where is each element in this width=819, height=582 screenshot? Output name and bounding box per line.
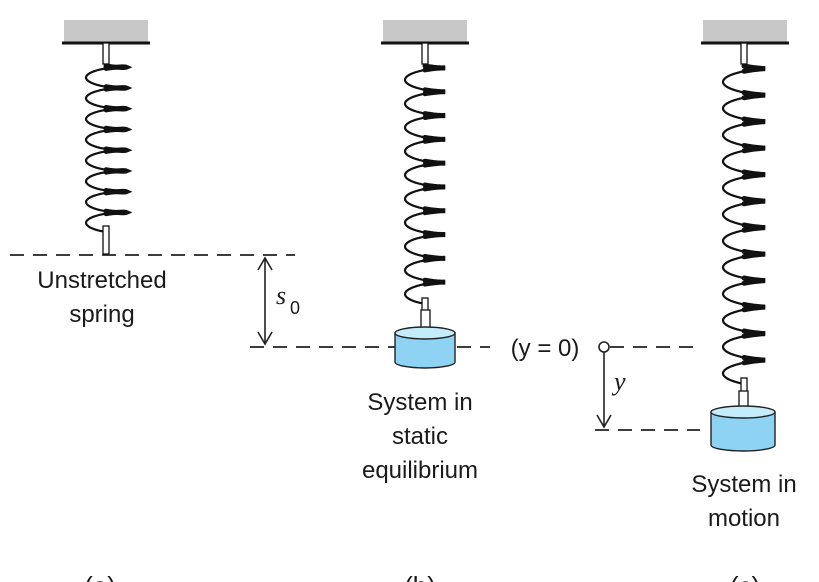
static-label-line3: equilibrium <box>362 457 478 484</box>
static-label-line1: System in <box>367 389 472 416</box>
y-dimension-arrow <box>596 352 612 429</box>
motion-label-line1: System in <box>691 471 796 498</box>
reference-lines <box>10 254 700 431</box>
motion-label-line2: motion <box>708 505 780 532</box>
spring-a <box>84 42 133 255</box>
panel-label-b: (b) <box>404 571 436 582</box>
panel-label-a: (a) <box>84 571 116 582</box>
panel-label-c: (c) <box>730 571 760 582</box>
static-label-line2: static <box>392 423 448 450</box>
origin-marker <box>598 341 610 353</box>
spring-c <box>721 42 766 411</box>
y-symbol: y <box>611 367 626 396</box>
mount-c <box>703 20 787 42</box>
unstretched-label-line2: spring <box>69 301 134 328</box>
ceiling-mounts <box>62 20 789 45</box>
spring-b <box>403 42 446 332</box>
mount-a <box>64 20 148 42</box>
mass-b <box>394 309 456 369</box>
unstretched-label-line1: Unstretched <box>37 267 166 294</box>
s0-dimension-arrow <box>257 256 273 346</box>
mass-c <box>710 390 776 452</box>
s0-symbol: s <box>276 281 286 310</box>
s0-subscript: 0 <box>290 298 300 318</box>
zero-level-label: (y = 0) <box>511 335 580 362</box>
mount-b <box>383 20 467 42</box>
